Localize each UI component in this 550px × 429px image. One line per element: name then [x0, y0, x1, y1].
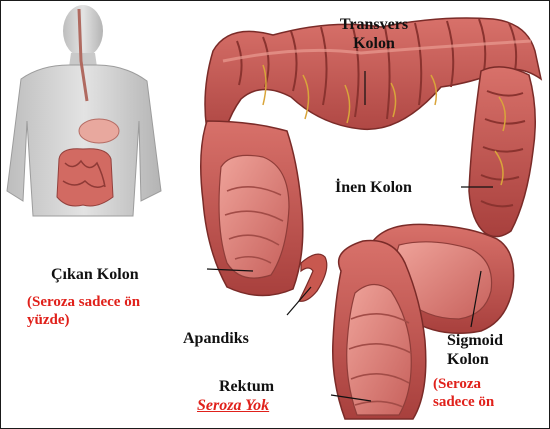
note-rektum: Seroza Yok	[197, 397, 269, 415]
torso-inset	[7, 5, 161, 216]
label-sigmoid-line2: Kolon	[447, 350, 489, 369]
label-transvers-line1: Transvers	[329, 15, 419, 34]
leader-apandiks	[287, 287, 311, 315]
label-inen-kolon: İnen Kolon	[335, 178, 412, 197]
label-sigmoid-line1: Sigmoid	[447, 331, 503, 350]
note-cikan-line1: (Seroza sadece ön	[27, 293, 140, 311]
label-rektum: Rektum	[219, 377, 274, 396]
label-cikan-kolon: Çıkan Kolon	[51, 265, 139, 284]
label-transvers-kolon: Transvers Kolon	[329, 15, 419, 53]
label-transvers-line2: Kolon	[329, 34, 419, 53]
note-sigmoid-line2: sadece ön	[433, 393, 494, 411]
colon-frame	[201, 18, 541, 419]
label-apandiks: Apandiks	[183, 329, 249, 348]
note-cikan-line2: yüzde)	[27, 311, 70, 329]
note-sigmoid-line1: (Seroza	[433, 375, 481, 393]
